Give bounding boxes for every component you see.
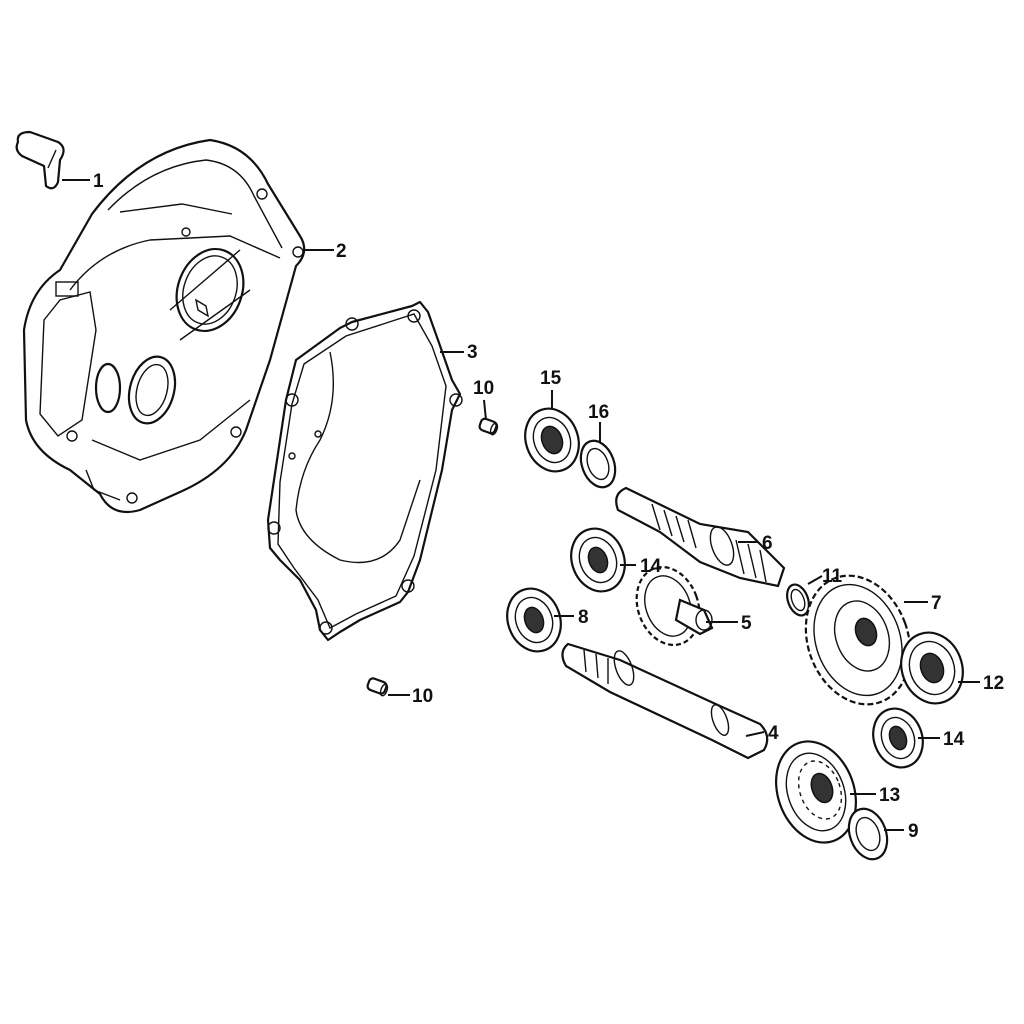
callout-5: 5 [741, 613, 752, 634]
callout-3: 3 [467, 342, 478, 363]
callout-16: 16 [588, 402, 609, 423]
callout-6: 6 [762, 533, 773, 554]
dowel-pin-upper [478, 417, 499, 436]
washer-9 [847, 807, 889, 861]
callout-10-upper: 10 [473, 378, 494, 399]
callout-labels: 1 2 3 10 10 15 16 6 14 11 7 5 8 12 4 14 … [93, 171, 1004, 842]
dowel-pin-lower [366, 677, 389, 697]
main-shaft [561, 642, 769, 760]
callout-8: 8 [578, 607, 589, 628]
leader-lines [62, 179, 980, 831]
callout-4: 4 [768, 723, 779, 744]
callout-1: 1 [93, 171, 104, 192]
transmission-cover [22, 138, 306, 514]
bearing-8 [506, 587, 562, 653]
breather-tube [15, 130, 65, 190]
callout-15: 15 [540, 368, 562, 389]
callout-2: 2 [336, 241, 347, 262]
callout-13: 13 [879, 785, 900, 806]
final-gear-7 [804, 574, 912, 706]
washer-16 [579, 439, 617, 489]
callout-9: 9 [908, 821, 919, 842]
bearing-12 [900, 631, 964, 705]
callout-7: 7 [931, 593, 942, 614]
drive-gear-5 [635, 565, 714, 647]
bearing-13 [775, 740, 857, 844]
circlip-11 [786, 583, 810, 617]
callout-10-lower: 10 [412, 686, 433, 707]
cover-gasket [266, 300, 463, 642]
callout-11: 11 [822, 566, 843, 587]
countershaft [615, 486, 786, 588]
callout-12: 12 [983, 673, 1004, 694]
bearing-15 [524, 407, 580, 473]
bearing-14-upper [570, 527, 626, 593]
callout-14-lower: 14 [943, 729, 965, 750]
callout-14-upper: 14 [640, 556, 662, 577]
bearing-14-lower [872, 707, 924, 769]
